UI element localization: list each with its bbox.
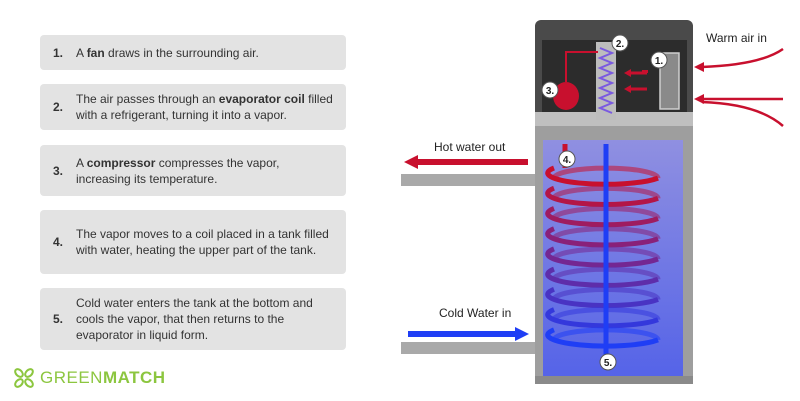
warm-air-arrow-heads (694, 62, 704, 104)
leaf-logo-icon (14, 368, 34, 388)
compressor-line (565, 51, 598, 82)
step-1: 1. A fan draws in the surrounding air. (40, 35, 346, 70)
step-number: 4. (52, 235, 63, 249)
badge-3: 3. (541, 81, 559, 99)
step-text-run: The air passes through an (76, 92, 219, 106)
step-text-run: A (76, 155, 87, 170)
coil-front-turn (545, 286, 659, 309)
step-text: A compressor compresses the vapor, incre… (76, 155, 336, 187)
step-3: 3. A compressor compresses the vapor, in… (40, 145, 346, 196)
cold-water-in-label: Cold Water in (439, 306, 511, 320)
coil-front-turn (545, 266, 659, 288)
coil-front-turn (545, 185, 659, 207)
step-text-run: The vapor moves to a coil placed in a ta… (76, 227, 329, 257)
step-text: Cold water enters the tank at the bottom… (76, 295, 336, 343)
badge-4: 4. (558, 150, 576, 168)
step-text: The vapor moves to a coil placed in a ta… (76, 226, 336, 258)
greenmatch-logo: GREENMATCH (12, 366, 166, 390)
coil-front-turn (545, 307, 659, 329)
badge-1-label: 1. (655, 56, 664, 67)
coil-front-turn (545, 165, 659, 187)
badge-2: 2. (611, 34, 629, 52)
step-keyword: fan (86, 45, 105, 60)
step-number: 5. (52, 312, 63, 326)
step-text-run: Cold water enters the tank at the bottom… (76, 296, 313, 342)
badge-4-label: 4. (563, 155, 572, 166)
hot-water-pipe (401, 174, 537, 186)
badge-1: 1. (650, 51, 668, 69)
coil-front-turn (545, 206, 659, 228)
warm-air-arrows (701, 47, 784, 127)
badge-3-label: 3. (546, 86, 555, 97)
logo-part-green: GREEN (40, 368, 103, 387)
hot-water-out-label: Hot water out (434, 140, 506, 154)
cold-water-arrow-head (515, 327, 529, 341)
logo-wordmark: GREENMATCH (40, 368, 166, 388)
compressor (553, 82, 579, 110)
fan-box (659, 52, 680, 110)
badge-5-label: 5. (604, 358, 613, 369)
step-text: The air passes through an evaporator coi… (76, 91, 336, 123)
step-2: 2. The air passes through an evaporator … (40, 84, 346, 130)
evaporator-coil (597, 47, 615, 114)
step-number: 1. (52, 45, 63, 60)
coil-front-turn (545, 246, 659, 268)
step-5: 5. Cold water enters the tank at the bot… (40, 288, 346, 350)
badge-5: 5. (599, 353, 617, 371)
coil-front-turn (545, 226, 659, 248)
step-keyword: compressor (86, 155, 156, 170)
cold-water-pipe (401, 342, 537, 354)
step-text-run: draws in the surrounding air. (104, 45, 259, 60)
step-text-run: compresses the vapor, increasing its tem… (76, 155, 280, 186)
coil-front-turn (545, 327, 659, 349)
logo-part-match: MATCH (102, 368, 166, 387)
cold-water-arrow (408, 331, 516, 337)
step-text: A fan draws in the surrounding air. (76, 45, 259, 61)
hot-water-arrow-head (404, 155, 418, 169)
step-number: 2. (52, 100, 63, 114)
step-number: 3. (52, 163, 63, 178)
tank-base (535, 376, 693, 384)
step-text-run: filled with a refrigerant, turning it in… (76, 92, 333, 122)
internal-air-arrows (624, 69, 648, 93)
hot-water-arrow (416, 159, 528, 165)
step-text-run: A (76, 45, 87, 60)
step-keyword: evaporator coil (218, 92, 305, 106)
badge-2-label: 2. (616, 39, 625, 50)
step-4: 4. The vapor moves to a coil placed in a… (40, 210, 346, 274)
warm-air-in-label: Warm air in (706, 31, 767, 45)
